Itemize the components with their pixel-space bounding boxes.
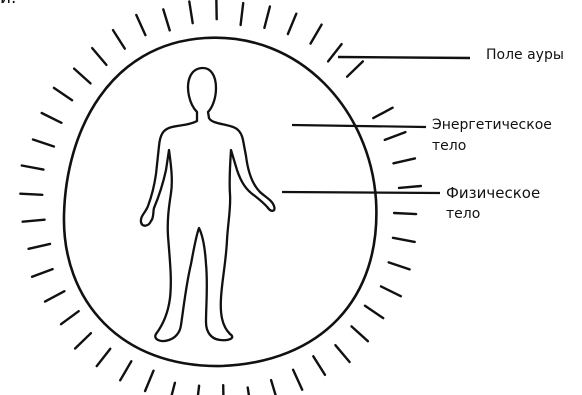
aura-ray (399, 186, 421, 188)
aura-ray (394, 213, 416, 214)
aura-ray (33, 140, 54, 147)
aura-ray (32, 269, 53, 277)
aura-ray (23, 220, 45, 222)
aura-ray (241, 3, 244, 25)
aura-ray (169, 383, 175, 395)
aura-ray (389, 262, 410, 269)
physical-body-outline (141, 68, 275, 341)
aura-ray (75, 333, 91, 348)
aura-ray (311, 25, 322, 44)
aura-ray (92, 48, 106, 65)
aura-ray (113, 30, 125, 48)
aura-ray (120, 361, 131, 380)
aura-ray (136, 15, 145, 35)
aura-ray (54, 88, 72, 100)
aura-ray (373, 108, 392, 118)
aura-ray (248, 388, 251, 395)
aura-ray (365, 306, 383, 318)
aura-ray (22, 166, 44, 170)
energy-body-outline (64, 38, 376, 366)
aura-ray (145, 371, 153, 391)
aura-ray (313, 356, 325, 375)
energy-body-label-line2: тело (432, 137, 466, 156)
aura-ray (42, 113, 62, 123)
aura-label-leader (338, 57, 470, 58)
energy-body-label-line1: Энергетическое (432, 116, 552, 135)
aura-ray (335, 345, 349, 362)
aura-ray (385, 132, 406, 140)
aura-field-label: Поле ауры (486, 46, 564, 65)
aura-ray (381, 286, 401, 296)
aura-rays (20, 0, 421, 395)
physical-body-label-line2: тело (446, 205, 480, 224)
aura-ray (197, 386, 200, 395)
aura-ray (264, 7, 270, 28)
aura-ray (20, 194, 42, 195)
aura-ray (189, 2, 192, 24)
physical-body-label-line1: Физическое (446, 184, 540, 203)
aura-ray (271, 380, 277, 395)
aura-ray (97, 349, 111, 366)
aura-ray (74, 69, 90, 84)
aura-ray (29, 244, 50, 249)
aura-ray (45, 291, 64, 301)
physical-label-leader (282, 192, 440, 193)
aura-ray (163, 9, 169, 30)
aura-ray (394, 158, 415, 163)
aura-ray (61, 311, 79, 324)
aura-ray (293, 370, 302, 390)
aura-ray (328, 44, 342, 61)
aura-ray (352, 326, 368, 341)
aura-ray (393, 238, 415, 242)
energy-label-leader (292, 125, 426, 127)
aura-ray (347, 61, 363, 76)
aura-ray (288, 14, 296, 34)
